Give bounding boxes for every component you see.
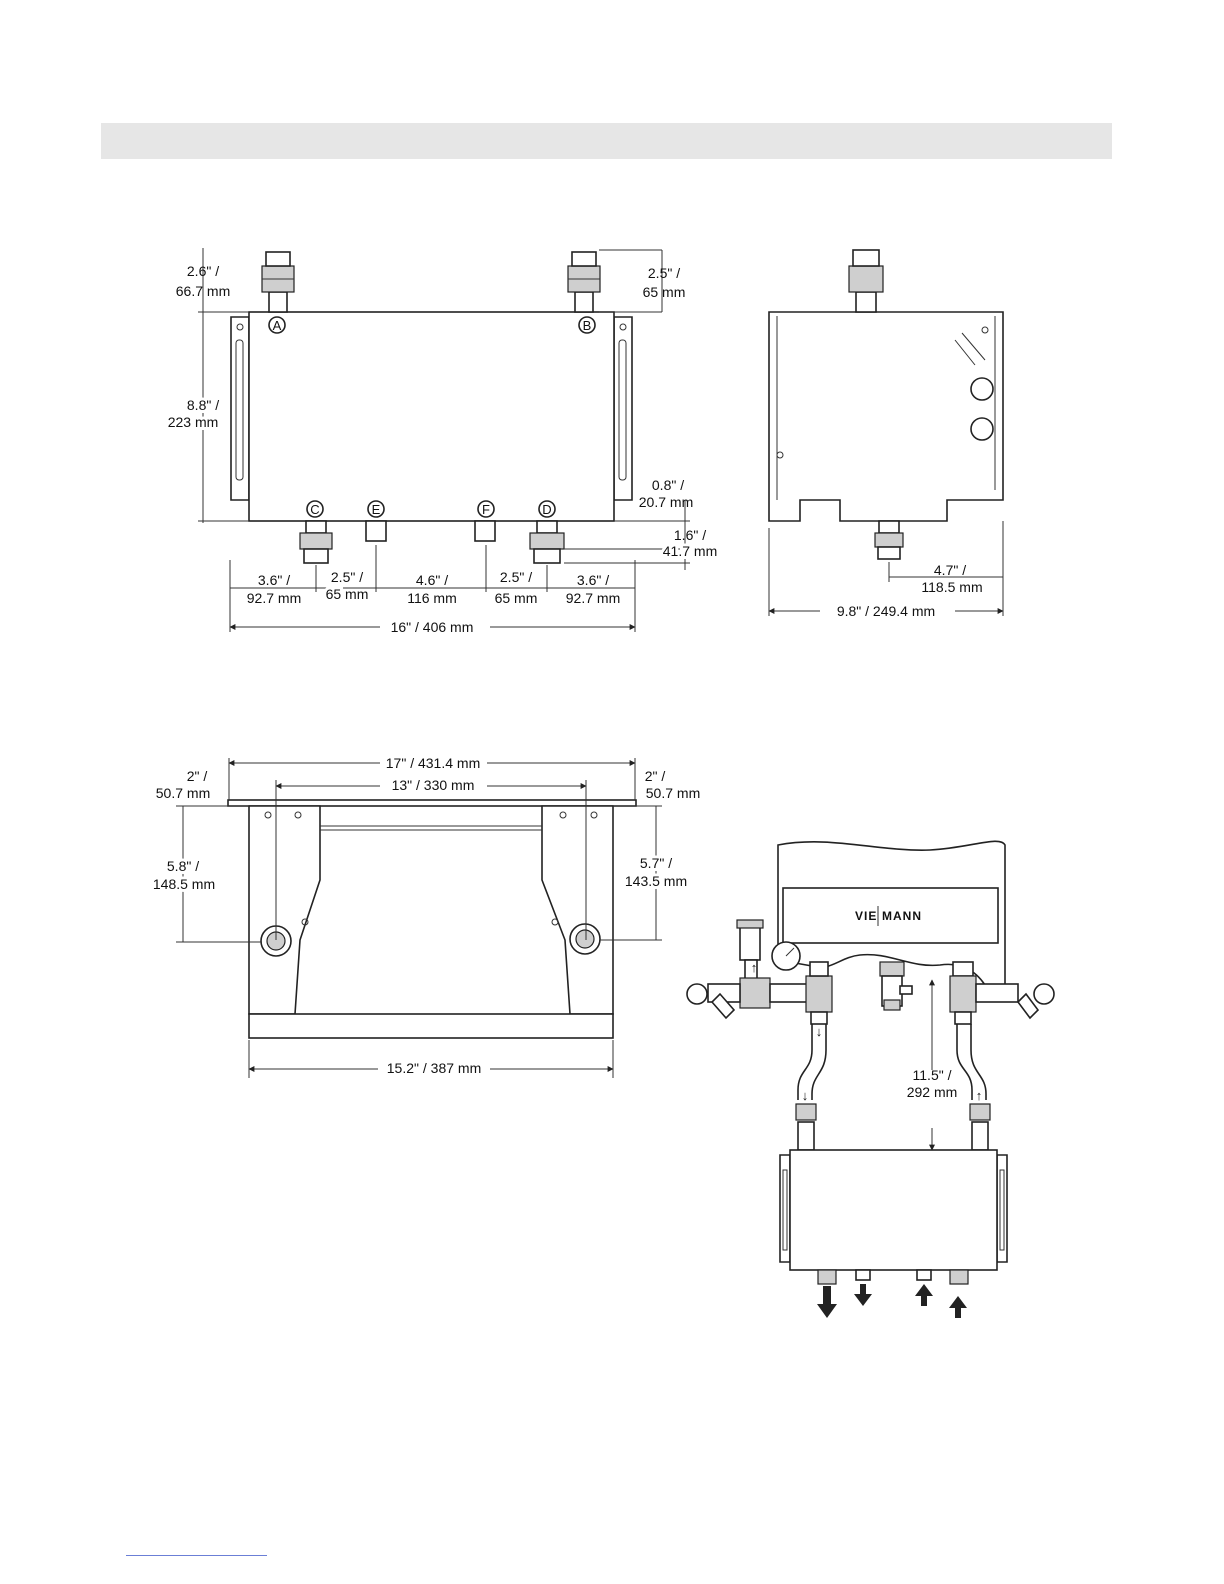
top-view: 17" / 431.4 mm 13" / 330 mm 2" / 50.7 mm…	[150, 755, 700, 1078]
install-dim-pipe-2: 292 mm	[907, 1084, 958, 1100]
port-a-marker	[268, 316, 286, 334]
dim-seg5-1: 3.6" /	[577, 572, 609, 588]
arrow-in-1	[915, 1284, 933, 1306]
top-dim-bottom: 15.2" / 387 mm	[387, 1060, 481, 1076]
dim-bottom-offset-1: 0.8" /	[652, 477, 684, 493]
dim-seg3-2: 116 mm	[407, 590, 457, 606]
port-e-marker	[367, 500, 385, 518]
side-view: 4.7" / 118.5 mm 9.8" / 249.4 mm	[768, 249, 1004, 619]
arrow-in-2	[949, 1296, 967, 1318]
side-dim-offset-1: 4.7" /	[934, 562, 966, 578]
top-dim-right-h-1: 5.7" /	[640, 855, 672, 871]
dim-top-right-2: 65 mm	[643, 284, 686, 300]
tee-right	[949, 975, 977, 1013]
port-f-label: F	[482, 502, 490, 517]
port-e-label: E	[372, 502, 381, 517]
side-bottom-fitting	[874, 520, 904, 560]
port-b-marker	[578, 316, 596, 334]
dim-stub-1: 1.6" /	[674, 527, 706, 543]
side-top-fitting	[848, 249, 884, 313]
dim-height-1: 8.8" /	[187, 397, 219, 413]
tee-left	[739, 977, 771, 1009]
top-dim-right-2: 50.7 mm	[646, 785, 700, 801]
dim-seg5-2: 92.7 mm	[566, 590, 620, 606]
svg-text:↑: ↑	[976, 1088, 983, 1103]
base-plate	[248, 1013, 614, 1039]
port-c-marker	[306, 500, 324, 518]
top-fitting-a	[261, 251, 295, 313]
brand-logo-right: MANN	[882, 909, 922, 923]
top-dim-inner: 13" / 330 mm	[392, 777, 475, 793]
bottom-fitting-e	[365, 520, 387, 542]
relief-valve	[739, 924, 761, 961]
boiler-panel	[782, 887, 999, 944]
top-dim-left-1: 2" /	[187, 768, 208, 784]
left-leg	[248, 805, 321, 1015]
side-gauge-2	[970, 417, 994, 441]
dim-height-2: 223 mm	[168, 414, 219, 430]
port-f-marker	[477, 500, 495, 518]
install-dim-pipe-1: 11.5" /	[913, 1067, 952, 1083]
pipe-left	[797, 1024, 813, 1100]
port-c-label: C	[310, 502, 319, 517]
installation-view: VIE MANN ↓ ↑	[686, 840, 1055, 1318]
heat-exchanger-body	[248, 311, 615, 522]
arrow-out-1	[817, 1286, 837, 1318]
left-bracket	[230, 316, 250, 501]
top-dim-right-h-2: 143.5 mm	[625, 873, 687, 889]
dim-seg1-2: 92.7 mm	[247, 590, 301, 606]
side-dim-depth: 9.8" / 249.4 mm	[837, 603, 935, 619]
dim-overall-width: 16" / 406 mm	[391, 619, 474, 635]
top-fitting-b	[567, 251, 601, 313]
top-dim-left-h-1: 5.8" /	[167, 858, 199, 874]
pipe-right	[956, 1024, 973, 1100]
bottom-fitting-d	[529, 520, 565, 564]
dim-seg4-2: 65 mm	[495, 590, 538, 606]
arrow-out-2	[854, 1284, 872, 1306]
dim-seg2-1: 2.5" /	[331, 569, 363, 585]
top-dim-left-h-2: 148.5 mm	[153, 876, 215, 892]
top-dim-left-2: 50.7 mm	[156, 785, 210, 801]
port-d-marker	[538, 500, 556, 518]
valve-handle-right	[1033, 983, 1055, 1005]
front-view: A B C E F D 2.6" / 66.7 mm 2.5" / 65	[165, 248, 720, 635]
top-dim-right-1: 2" /	[645, 768, 666, 784]
dim-seg1-1: 3.6" /	[258, 572, 290, 588]
valve-handle-left	[686, 983, 708, 1005]
top-dim-overall: 17" / 431.4 mm	[386, 755, 480, 771]
section-header-band	[101, 123, 1112, 159]
top-mounting-plate	[227, 799, 637, 807]
side-dim-offset-2: 118.5 mm	[921, 579, 982, 595]
brand-logo-left: VIE	[855, 909, 877, 923]
port-d-label: D	[542, 502, 551, 517]
side-body	[768, 311, 1004, 522]
svg-text:↓: ↓	[816, 1024, 823, 1039]
dim-stub-2: 41.7 mm	[663, 543, 717, 559]
bottom-fitting-c	[299, 520, 333, 564]
dim-seg4-1: 2.5" /	[500, 569, 532, 585]
dim-seg2-2: 65 mm	[326, 586, 369, 602]
dim-top-left-1: 2.6" /	[187, 263, 219, 279]
port-b-label: B	[583, 318, 592, 333]
dim-seg3-1: 4.6" /	[416, 572, 448, 588]
right-bracket	[613, 316, 633, 501]
dim-top-left-2: 66.7 mm	[176, 283, 230, 299]
dim-top-right-1: 2.5" /	[648, 265, 680, 281]
dim-bottom-offset-2: 20.7 mm	[639, 494, 693, 510]
bottom-fitting-f	[474, 520, 496, 542]
footer-rule	[126, 1555, 267, 1556]
svg-text:↑: ↑	[751, 960, 758, 975]
install-heat-exchanger	[789, 1149, 998, 1271]
shutoff-valve-right	[975, 983, 1019, 1003]
port-a-label: A	[273, 318, 282, 333]
center-valve	[879, 961, 905, 977]
svg-text:↓: ↓	[802, 1088, 809, 1103]
right-leg	[541, 805, 614, 1015]
side-gauge-1	[970, 377, 994, 401]
